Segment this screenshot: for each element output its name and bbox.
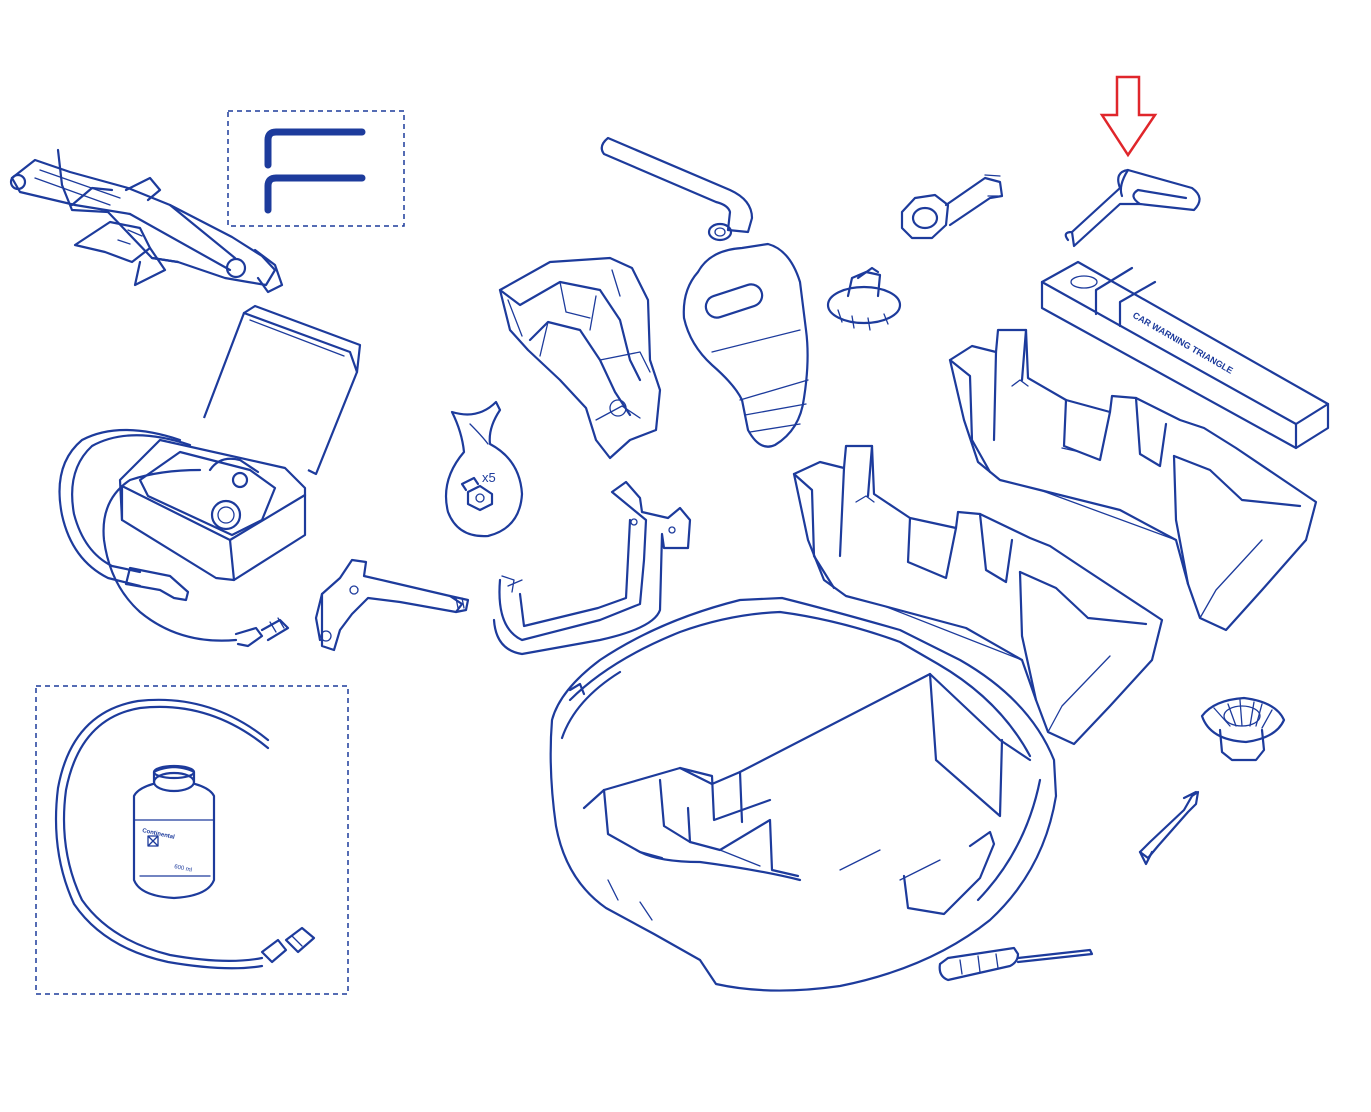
spanner[interactable]: [1138, 790, 1200, 866]
bolt-quantity-label: x5: [482, 470, 496, 485]
scissor-jack[interactable]: [9, 148, 284, 294]
foam-tray-upper[interactable]: [948, 328, 1318, 632]
clip-fastener[interactable]: [826, 266, 902, 331]
spare-wheel-well-tray[interactable]: [549, 596, 1058, 992]
bolt-bag[interactable]: x5: [444, 400, 524, 538]
warning-triangle-box[interactable]: CAR WARNING TRIANGLE: [1040, 260, 1330, 450]
sealant-kit-group[interactable]: Continental 600 ml: [35, 685, 349, 995]
screwdriver[interactable]: [938, 946, 1094, 982]
jack-bracket[interactable]: [498, 256, 662, 460]
sealant-volume-label: 600 ml: [174, 864, 193, 874]
hex-keys-group[interactable]: [227, 110, 405, 227]
wheel-brace[interactable]: [600, 136, 754, 242]
mounting-bracket-small[interactable]: [314, 558, 470, 652]
wheel-centre-bolt[interactable]: [1200, 696, 1286, 762]
foam-tray-middle[interactable]: [792, 444, 1164, 746]
socket-adapter[interactable]: [900, 174, 1004, 240]
tyre-compressor-kit[interactable]: [58, 304, 362, 648]
foam-pad[interactable]: [682, 242, 809, 448]
arrow-down-icon: [1099, 75, 1158, 158]
u-bracket[interactable]: [492, 480, 692, 656]
towing-hook[interactable]: [1064, 168, 1201, 248]
